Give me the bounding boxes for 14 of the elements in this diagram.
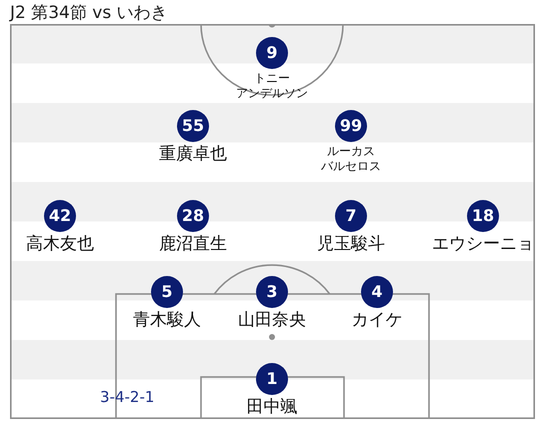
- player-name: 田中颯: [246, 397, 298, 418]
- player-name: ルーカスバルセロス: [321, 144, 381, 174]
- player-name: 児玉駿斗: [317, 234, 385, 256]
- player-name: 青木駿人: [133, 310, 201, 332]
- shirt-number-marker: 1: [256, 363, 288, 395]
- player-name: エウシーニョ: [432, 234, 534, 256]
- player-name: 重廣卓也: [159, 144, 227, 166]
- player-name: 山田奈央: [238, 310, 306, 332]
- player-name: トニーアンデルソン: [236, 71, 308, 101]
- player-name: カイケ: [352, 310, 402, 332]
- formation-label: 3-4-2-1: [100, 388, 154, 406]
- player-name: 鹿沼直生: [159, 234, 227, 256]
- player-name: 高木友也: [26, 234, 94, 256]
- diagram-title: J2 第34節 vs いわき: [10, 3, 168, 23]
